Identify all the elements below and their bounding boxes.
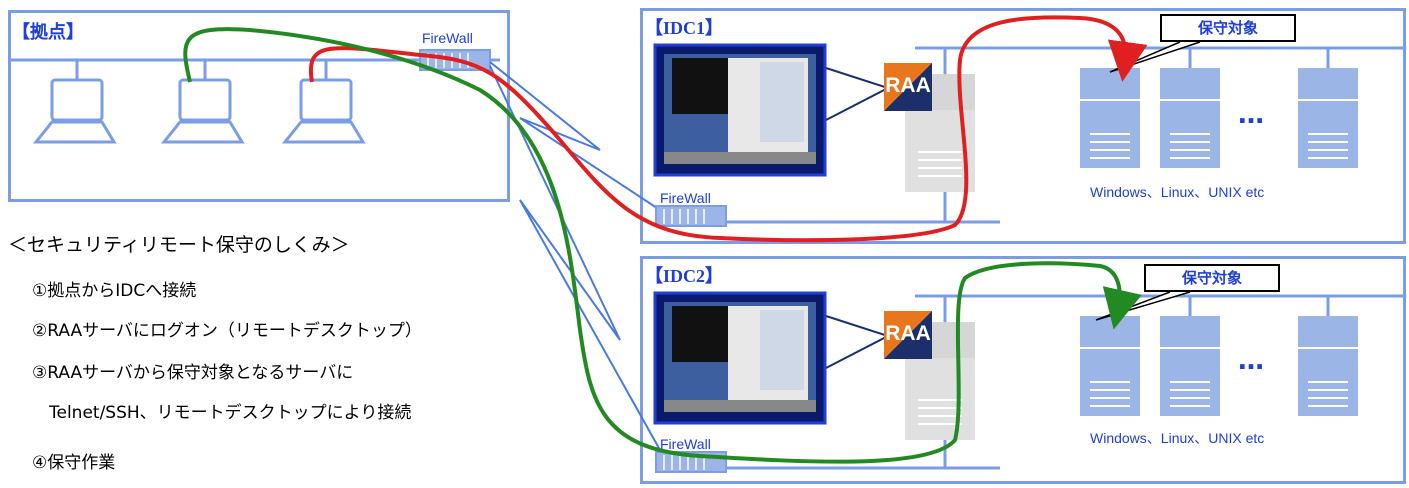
mechanism-step-2: ②RAAサーバにログオン（リモートデスクトップ） (32, 321, 422, 341)
idc2-raa-logo (884, 311, 932, 359)
wan-link-icon (489, 61, 661, 451)
idc1-raa-text: RAA (885, 74, 931, 97)
idc2-raa-text: RAA (885, 322, 931, 345)
idc1-os-label: Windows、Linux、UNIX etc (1090, 184, 1265, 200)
idc1-firewall-label: FireWall (660, 190, 711, 206)
mechanism-title: ＜セキュリティリモート保守のしくみ＞ (8, 234, 350, 256)
idc1-label: 【IDC1】 (645, 18, 724, 38)
site-lan (10, 58, 500, 80)
idc1-ellipsis: … (1238, 100, 1266, 130)
idc2-os-label: Windows、Linux、UNIX etc (1090, 430, 1265, 446)
idc1-console-screen (653, 43, 827, 177)
idc1-server-icon (1298, 68, 1358, 168)
idc1-server-icon (1160, 68, 1220, 168)
idc2-raa-badge: RAA (884, 311, 932, 359)
red-path-idc1 (308, 15, 1148, 243)
site-firewall-label: FireWall (422, 30, 473, 46)
idc2-console-pointer (825, 315, 891, 369)
idc1-raa-logo (884, 63, 932, 111)
laptop-icon (32, 78, 117, 144)
idc1-raa-badge: RAA (884, 63, 932, 111)
mechanism-step-3: ③RAAサーバから保守対象となるサーバに (32, 363, 354, 383)
idc2-server-icon (1080, 316, 1140, 416)
laptop-icon (160, 78, 245, 144)
idc2-label: 【IDC2】 (645, 266, 724, 286)
idc2-ellipsis: … (1238, 346, 1266, 376)
mechanism-step-4: ④保守作業 (32, 453, 116, 473)
idc2-firewall-label: FireWall (660, 436, 711, 452)
mechanism-step-1: ①拠点からIDCへ接続 (32, 281, 197, 301)
idc1-target-label: 保守対象 (1160, 14, 1296, 42)
idc2-target-label: 保守対象 (1144, 264, 1280, 292)
idc1-console-pointer (825, 67, 891, 121)
idc2-console-screen (653, 291, 827, 425)
mechanism-step-3-cont: Telnet/SSH、リモートデスクトップにより接続 (32, 403, 412, 423)
idc1-server-icon (1080, 68, 1140, 168)
green-path-idc2 (183, 27, 1142, 464)
laptop-icon (281, 78, 366, 144)
idc1-firewall-icon (655, 205, 727, 227)
idc2-server-icon (1160, 316, 1220, 416)
idc2-server-icon (1298, 316, 1358, 416)
site-label: 【拠点】 (12, 22, 84, 42)
